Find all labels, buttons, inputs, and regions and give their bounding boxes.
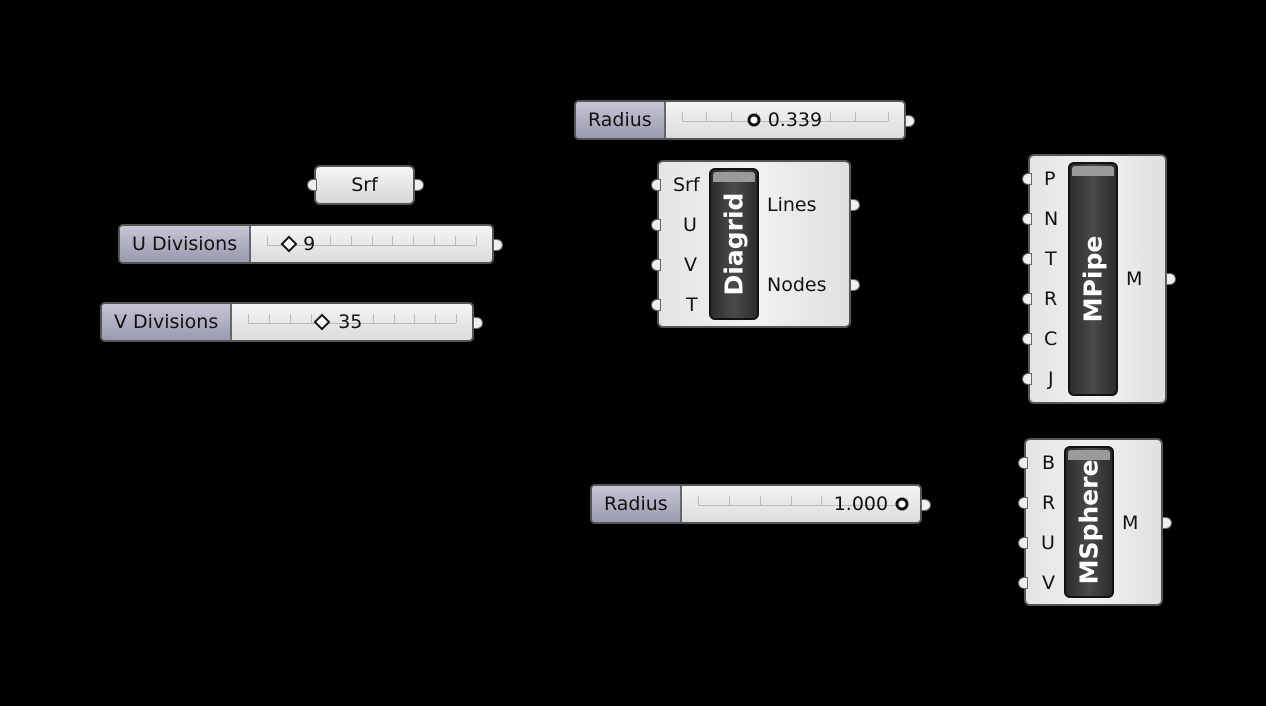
- input-label: R: [1042, 492, 1056, 514]
- output-label: M: [1122, 512, 1139, 534]
- component-title: MSphere: [1074, 459, 1104, 585]
- radius-slider-top[interactable]: Radius 0.339: [574, 100, 906, 140]
- input-label: B: [1042, 452, 1056, 474]
- msphere-output-grip[interactable]: [1162, 517, 1172, 529]
- diagrid-input-grip[interactable]: [651, 299, 661, 311]
- output-label: Lines: [767, 194, 817, 216]
- input-label: T: [686, 294, 698, 316]
- slider-value: 9: [303, 233, 316, 255]
- diagrid-input-grip[interactable]: [651, 219, 661, 231]
- diagrid-title-bar: Diagrid: [709, 168, 759, 320]
- component-title: Diagrid: [719, 192, 749, 296]
- input-label: U: [683, 214, 697, 236]
- msphere-input-grip[interactable]: [1018, 577, 1028, 589]
- slider-track[interactable]: 35: [232, 304, 472, 340]
- mpipe-input-grip[interactable]: [1022, 213, 1032, 225]
- input-label: N: [1044, 208, 1059, 230]
- input-label: P: [1044, 168, 1056, 190]
- input-label: U: [1041, 532, 1055, 554]
- input-label: V: [684, 254, 697, 276]
- u-divisions-output-grip[interactable]: [493, 239, 503, 251]
- slider-name: Radius: [576, 102, 666, 138]
- srf-input-grip[interactable]: [307, 179, 317, 191]
- slider-knob[interactable]: [895, 497, 909, 511]
- slider-track[interactable]: 9: [251, 226, 492, 262]
- v-divisions-output-grip[interactable]: [473, 317, 483, 329]
- slider-value: 35: [338, 311, 363, 333]
- output-label: M: [1126, 268, 1143, 290]
- mpipe-component[interactable]: P N T R C J MPipe M: [1028, 154, 1167, 404]
- slider-value: 1.000: [833, 493, 889, 515]
- slider-name: Radius: [592, 486, 682, 522]
- slider-track[interactable]: 1.000: [682, 486, 920, 522]
- mpipe-title-bar: MPipe: [1068, 162, 1118, 396]
- srf-label: Srf: [351, 174, 378, 196]
- diagrid-output-grip[interactable]: [850, 199, 860, 211]
- slider-rail: [697, 496, 904, 506]
- input-label: T: [1045, 248, 1057, 270]
- mpipe-input-grip[interactable]: [1022, 253, 1032, 265]
- input-label: V: [1042, 572, 1055, 594]
- slider-name: V Divisions: [102, 304, 233, 340]
- diagrid-input-grip[interactable]: [651, 179, 661, 191]
- diagrid-component[interactable]: Srf U V T Diagrid Lines Nodes: [657, 160, 851, 328]
- input-label: R: [1044, 288, 1058, 310]
- diagrid-input-grip[interactable]: [651, 259, 661, 271]
- input-label: Srf: [673, 174, 700, 196]
- srf-param[interactable]: Srf: [314, 165, 415, 205]
- msphere-input-grip[interactable]: [1018, 537, 1028, 549]
- msphere-input-grip[interactable]: [1018, 497, 1028, 509]
- mpipe-input-grip[interactable]: [1022, 373, 1032, 385]
- diagrid-output-grip[interactable]: [850, 279, 860, 291]
- mpipe-output-grip[interactable]: [1166, 273, 1176, 285]
- slider-value: 0.339: [767, 109, 823, 131]
- component-title: MPipe: [1078, 235, 1108, 323]
- input-label: C: [1044, 328, 1058, 350]
- slider-rail: [248, 314, 457, 324]
- slider-knob[interactable]: [747, 113, 761, 127]
- slider-track[interactable]: 0.339: [666, 102, 904, 138]
- mpipe-input-grip[interactable]: [1022, 333, 1032, 345]
- radius-bottom-output-grip[interactable]: [921, 499, 931, 511]
- mpipe-input-grip[interactable]: [1022, 173, 1032, 185]
- msphere-title-bar: MSphere: [1064, 446, 1114, 598]
- msphere-component[interactable]: B R U V MSphere M: [1024, 438, 1163, 606]
- input-label: J: [1048, 368, 1054, 390]
- srf-output-grip[interactable]: [414, 179, 424, 191]
- output-label: Nodes: [767, 274, 827, 296]
- v-divisions-slider[interactable]: V Divisions 35: [100, 302, 474, 342]
- slider-rail: [267, 236, 477, 246]
- u-divisions-slider[interactable]: U Divisions 9: [118, 224, 494, 264]
- slider-name: U Divisions: [120, 226, 252, 262]
- radius-slider-bottom[interactable]: Radius 1.000: [590, 484, 922, 524]
- mpipe-input-grip[interactable]: [1022, 293, 1032, 305]
- radius-top-output-grip[interactable]: [905, 115, 915, 127]
- msphere-input-grip[interactable]: [1018, 457, 1028, 469]
